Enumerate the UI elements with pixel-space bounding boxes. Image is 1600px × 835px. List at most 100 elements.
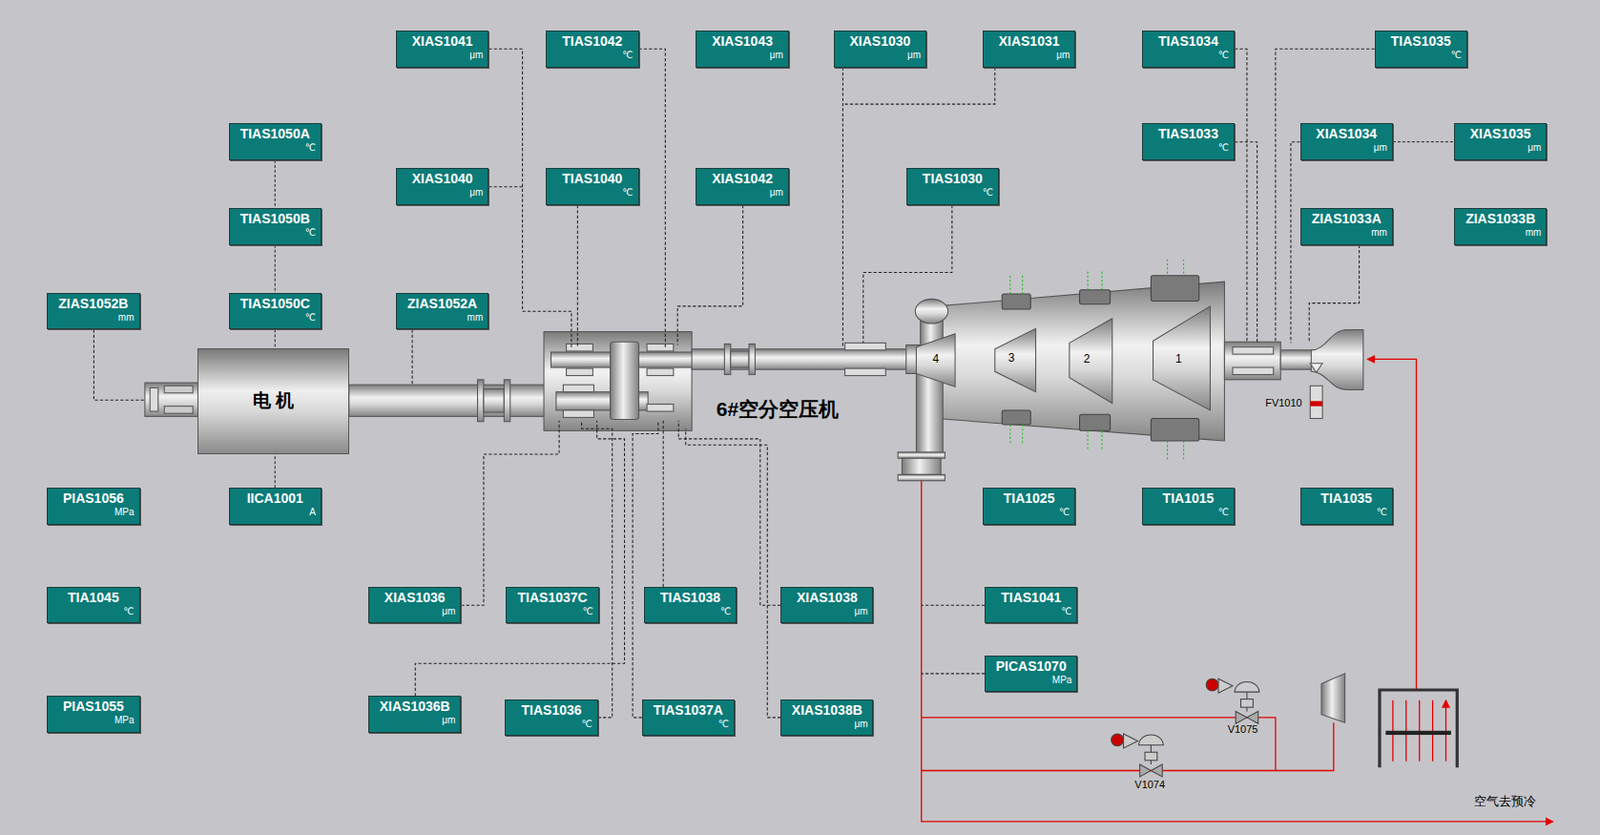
instrument-tag: XIAS1035μm xyxy=(1454,123,1547,161)
tag-name: XIAS1038 xyxy=(796,589,858,606)
instrument-tag: TIAS1034℃ xyxy=(1142,30,1235,68)
tag-unit: ℃ xyxy=(720,605,731,618)
instrument-tag: TIAS1036℃ xyxy=(504,699,598,737)
instrument-tag: TIA1015℃ xyxy=(1142,487,1235,525)
tag-name: TIA1045 xyxy=(67,589,120,606)
tag-unit: ℃ xyxy=(581,718,592,730)
tag-unit: μm xyxy=(853,718,868,730)
instrument-tag: IICA1001A xyxy=(228,487,322,525)
instrument-tag: TIAS1035℃ xyxy=(1374,30,1468,68)
tag-unit: MPa xyxy=(114,714,135,727)
tag-name: TIAS1042 xyxy=(561,33,623,50)
tag-name: TIAS1041 xyxy=(1000,589,1061,606)
instrument-tag: XIAS1043μm xyxy=(695,30,789,68)
tag-unit: μm xyxy=(1527,142,1541,154)
tag-unit: ℃ xyxy=(622,187,633,199)
instrument-tag: ZIAS1052Amm xyxy=(395,292,489,331)
instrument-tag: ZIAS1052Bmm xyxy=(46,292,140,331)
tag-name: TIAS1050C xyxy=(240,295,311,312)
tag-name: TIAS1040 xyxy=(561,170,623,188)
stage-number: 3 xyxy=(1008,352,1016,366)
instrument-tag: TIAS1037A℃ xyxy=(642,699,735,737)
tag-name: TIA1025 xyxy=(1003,490,1056,507)
valve-tag: V1074 xyxy=(1134,778,1165,791)
tag-name: PIAS1056 xyxy=(62,490,125,507)
tag-unit: mm xyxy=(1525,227,1542,239)
instrument-tag: TIAS1040℃ xyxy=(545,167,639,206)
valve-tag: FV1010 xyxy=(1265,396,1303,410)
tag-name: PIAS1055 xyxy=(62,698,125,715)
instrument-tag: TIAS1033℃ xyxy=(1142,123,1235,161)
diagram-title: 6#空分空压机 xyxy=(716,397,839,421)
instrument-tag: TIAS1030℃ xyxy=(906,167,999,206)
instrument-tag: TIAS1042℃ xyxy=(545,30,639,68)
instrument-tag: ZIAS1033Amm xyxy=(1300,207,1393,246)
tag-unit: ℃ xyxy=(123,605,134,618)
instrument-tag: XIAS1038Bμm xyxy=(780,699,873,737)
leader-line xyxy=(274,454,276,488)
tag-unit: ℃ xyxy=(1218,506,1229,519)
stage-number: 4 xyxy=(933,353,940,367)
tag-name: TIAS1037A xyxy=(653,702,724,719)
tag-unit: mm xyxy=(118,311,135,324)
tag-unit: μm xyxy=(441,714,456,727)
tag-unit: ℃ xyxy=(1451,49,1462,62)
tag-unit: μm xyxy=(907,49,921,62)
instrument-tag: XIAS1034μm xyxy=(1300,123,1393,161)
tag-unit: ℃ xyxy=(1218,49,1229,62)
tag-unit: mm xyxy=(1371,227,1388,239)
instrument-tag: XIAS1042μm xyxy=(695,167,789,206)
instrument-tag: TIA1035 ℃ xyxy=(1300,487,1393,525)
tag-unit: ℃ xyxy=(1060,605,1072,618)
tag-unit: MPa xyxy=(1052,674,1073,686)
tag-name: XIAS1042 xyxy=(711,170,773,188)
tag-unit: ℃ xyxy=(718,718,729,730)
instrument-tag: TIAS1037C℃ xyxy=(505,586,599,624)
instrument-tag: TIAS1050B℃ xyxy=(228,207,322,246)
instrument-tag: TIAS1050A℃ xyxy=(228,123,322,161)
tag-unit: ℃ xyxy=(1218,142,1229,154)
tag-name: ZIAS1033A xyxy=(1311,210,1382,228)
tag-name: ZIAS1052A xyxy=(407,295,478,312)
tag-name: XIAS1038B xyxy=(791,702,863,719)
tag-name: XIAS1030 xyxy=(850,33,912,50)
leader-line xyxy=(274,245,276,293)
tag-name: XIAS1040 xyxy=(412,170,474,188)
instrument-tag: XIAS1030μm xyxy=(833,30,927,68)
instrument-tag: XIAS1031μm xyxy=(982,30,1076,68)
tag-unit: μm xyxy=(769,49,784,62)
instrument-tag: ZIAS1033Bmm xyxy=(1454,207,1547,246)
leader-line xyxy=(274,329,276,348)
instrument-tag: PIAS1056MPa xyxy=(46,487,140,525)
tag-unit: ℃ xyxy=(1376,506,1388,519)
tag-unit: μm xyxy=(1056,49,1070,62)
tag-unit: μm xyxy=(769,187,784,199)
instrument-tag: XIAS1041μm xyxy=(395,30,489,68)
tag-name: XIAS1043 xyxy=(711,33,773,50)
tag-name: TIAS1030 xyxy=(922,170,983,188)
motor-label: 电 机 xyxy=(252,388,294,414)
tag-name: TIAS1050B xyxy=(240,210,311,228)
tag-name: TIA1015 xyxy=(1163,490,1215,507)
instrument-tag: TIA1025℃ xyxy=(982,487,1076,525)
tag-name: TIAS1037C xyxy=(518,589,588,606)
tag-unit: μm xyxy=(469,49,483,62)
instrument-tag: XIAS1036μm xyxy=(368,586,461,624)
tag-name: XIAS1036 xyxy=(384,589,446,606)
leader-line xyxy=(274,160,276,208)
instrument-tag: PIAS1055MPa xyxy=(46,695,140,733)
instrument-tag: TIA1045℃ xyxy=(46,586,140,624)
motor-box: 电 机 xyxy=(197,348,349,455)
tag-unit: mm xyxy=(467,311,484,324)
instrument-tag: TIAS1041℃ xyxy=(984,586,1078,624)
instrument-tag: TIAS1050C℃ xyxy=(228,292,322,331)
tag-unit: μm xyxy=(441,605,456,618)
tag-name: IICA1001 xyxy=(247,490,304,507)
tag-unit: ℃ xyxy=(1059,506,1070,519)
tag-name: TIAS1033 xyxy=(1158,125,1219,143)
tag-unit: ℃ xyxy=(982,187,994,199)
tag-name: TIA1035 xyxy=(1320,490,1372,507)
tag-name: PICAS1070 xyxy=(996,658,1067,675)
stage-number: 2 xyxy=(1083,353,1091,367)
